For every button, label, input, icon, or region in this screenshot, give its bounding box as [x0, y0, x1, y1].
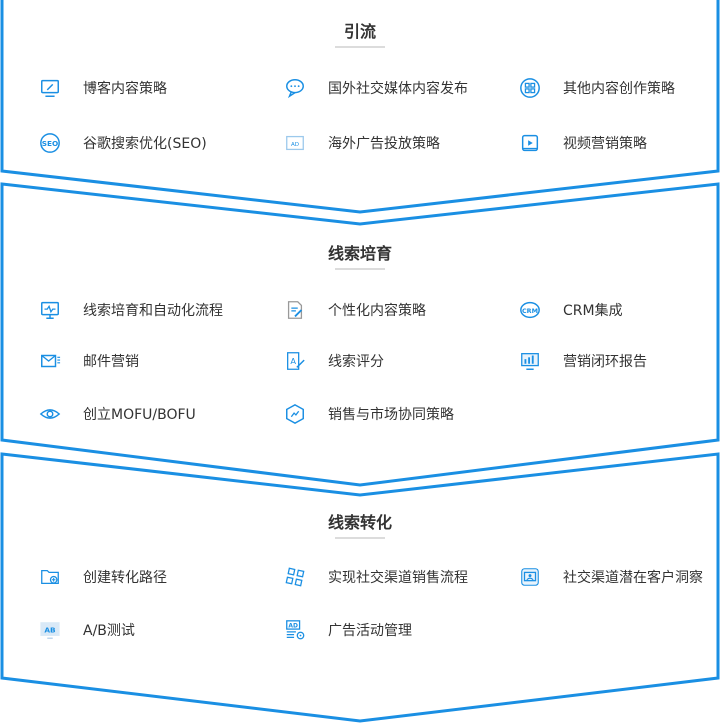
- item-label: 社交渠道潜在客户洞察: [563, 570, 703, 586]
- item-crm-integration[interactable]: CRM CRM集成: [517, 297, 623, 323]
- item-label: 其他内容创作策略: [563, 81, 675, 97]
- content-grid-icon: [517, 75, 543, 101]
- item-ads-strategy[interactable]: AD 海外广告投放策略: [282, 130, 440, 156]
- ab-test-icon: AB: [37, 617, 63, 643]
- item-video-marketing[interactable]: 视频营销策略: [517, 130, 647, 156]
- item-label: 国外社交媒体内容发布: [328, 81, 468, 97]
- social-flow-icon: [282, 564, 308, 590]
- item-label: 博客内容策略: [83, 81, 167, 97]
- item-label: 广告活动管理: [328, 623, 412, 639]
- item-ab-testing[interactable]: AB A/B测试: [37, 617, 135, 643]
- item-ad-campaign-management[interactable]: AD 广告活动管理: [282, 617, 412, 643]
- eye-icon: [37, 401, 63, 427]
- svg-text:A: A: [290, 356, 296, 366]
- section-divider: [335, 46, 385, 48]
- item-label: 创建转化路径: [83, 570, 167, 586]
- svg-text:AB: AB: [44, 625, 56, 634]
- customer-insight-icon: [517, 564, 543, 590]
- item-customer-insight[interactable]: 社交渠道潜在客户洞察: [517, 564, 703, 590]
- section-divider: [335, 268, 385, 270]
- conversion-path-icon: [37, 564, 63, 590]
- crm-icon: CRM: [517, 297, 543, 323]
- svg-text:AD: AD: [291, 142, 299, 148]
- item-label: 邮件营销: [83, 354, 139, 370]
- item-label: 营销闭环报告: [563, 354, 647, 370]
- item-seo[interactable]: SEO 谷歌搜索优化(SEO): [37, 130, 207, 156]
- blog-edit-icon: [37, 75, 63, 101]
- document-edit-icon: [282, 297, 308, 323]
- section-title-conversion: 线索转化: [327, 513, 392, 532]
- item-label: 实现社交渠道销售流程: [328, 570, 468, 586]
- item-label: 视频营销策略: [563, 136, 647, 152]
- section-divider: [335, 537, 385, 539]
- svg-text:SEO: SEO: [42, 139, 59, 148]
- svg-text:CRM: CRM: [522, 307, 538, 315]
- ad-campaign-icon: AD: [282, 617, 308, 643]
- item-sales-marketing-alignment[interactable]: 销售与市场协同策略: [282, 401, 454, 427]
- item-other-content[interactable]: 其他内容创作策略: [517, 75, 675, 101]
- section-title-nurturing: 线索培育: [327, 244, 392, 263]
- section-title-traffic: 引流: [343, 22, 376, 41]
- item-social-sales-flow[interactable]: 实现社交渠道销售流程: [282, 564, 468, 590]
- item-blog-strategy[interactable]: 博客内容策略: [37, 75, 167, 101]
- item-label: 线索评分: [328, 354, 384, 370]
- item-label: 海外广告投放策略: [328, 136, 440, 152]
- item-mofu-bofu[interactable]: 创立MOFU/BOFU: [37, 401, 196, 427]
- svg-text:AD: AD: [288, 623, 298, 630]
- item-personalized-content[interactable]: 个性化内容策略: [282, 297, 426, 323]
- item-label: 创立MOFU/BOFU: [83, 407, 196, 423]
- item-label: 线索培育和自动化流程: [83, 303, 223, 319]
- item-label: A/B测试: [83, 623, 135, 639]
- hexagon-chart-icon: [282, 401, 308, 427]
- video-icon: [517, 130, 543, 156]
- item-label: 个性化内容策略: [328, 303, 426, 319]
- item-label: 谷歌搜索优化(SEO): [83, 136, 207, 152]
- ad-icon: AD: [282, 130, 308, 156]
- item-nurture-automation[interactable]: 线索培育和自动化流程: [37, 297, 223, 323]
- item-email-marketing[interactable]: 邮件营销: [37, 348, 139, 374]
- mail-icon: [37, 348, 63, 374]
- chat-bubbles-icon: [282, 75, 308, 101]
- item-lead-scoring[interactable]: A 线索评分: [282, 348, 384, 374]
- score-icon: A: [282, 348, 308, 374]
- seo-icon: SEO: [37, 130, 63, 156]
- item-closed-loop-report[interactable]: 营销闭环报告: [517, 348, 647, 374]
- monitor-automation-icon: [37, 297, 63, 323]
- item-label: 销售与市场协同策略: [328, 407, 454, 423]
- item-label: CRM集成: [563, 303, 623, 319]
- item-conversion-path[interactable]: 创建转化路径: [37, 564, 167, 590]
- report-monitor-icon: [517, 348, 543, 374]
- item-social-publishing[interactable]: 国外社交媒体内容发布: [282, 75, 468, 101]
